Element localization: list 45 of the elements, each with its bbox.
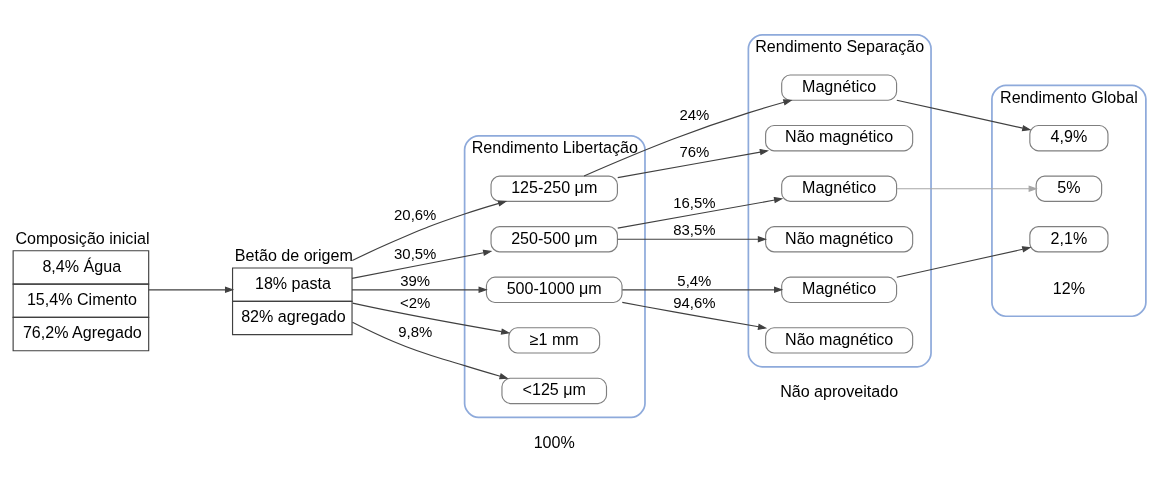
node-box: ≥1 mm — [508, 327, 601, 354]
arrow — [352, 302, 511, 335]
node-box: Magnético — [781, 74, 898, 101]
label: 100% — [533, 433, 575, 452]
node-box: 500-1000 μm — [485, 276, 623, 304]
edge-label: 16,5% — [673, 193, 716, 211]
node-label: Betão de origem — [234, 246, 353, 265]
edge-label: 5,4% — [677, 271, 712, 289]
node-box: 5% — [1035, 175, 1103, 202]
arrow — [617, 148, 770, 179]
arrow — [351, 321, 509, 380]
node-box: Magnético — [781, 276, 898, 304]
arrow — [896, 99, 1032, 132]
edge-label: <2% — [400, 293, 431, 311]
node-box: 125-250 μm — [490, 175, 618, 202]
node-box: Não magnético — [765, 226, 914, 253]
arrow — [621, 286, 784, 294]
edge-label: 30,5% — [394, 245, 437, 263]
node-box: Magnético — [781, 175, 898, 202]
edge-label: 94,6% — [673, 293, 716, 311]
arrow — [621, 301, 768, 330]
edge-label: 39% — [400, 271, 431, 289]
edge-label: 83,5% — [673, 221, 716, 239]
arrow — [351, 200, 508, 262]
arrow — [583, 99, 793, 177]
node-box: Não magnético — [765, 327, 914, 354]
node-box: Não magnético — [765, 124, 914, 152]
arrow — [896, 185, 1038, 192]
node-box: <125 μm — [501, 377, 608, 405]
arrow — [148, 286, 235, 294]
arrow — [896, 246, 1032, 278]
arrow — [351, 249, 493, 279]
node-box: 2,1% — [1029, 226, 1109, 253]
node-box: 4,9% — [1029, 124, 1109, 152]
edge-label: 76% — [679, 143, 710, 161]
edge-label: 9,8% — [398, 323, 433, 341]
node-box: 250-500 μm — [490, 226, 618, 253]
edge-label: 20,6% — [394, 206, 437, 224]
node-label: Composição inicial — [15, 229, 150, 248]
arrow — [617, 236, 768, 243]
label: 12% — [1052, 279, 1085, 298]
label: Não aproveitado — [780, 382, 899, 401]
arrow — [617, 196, 784, 229]
arrow — [351, 286, 488, 294]
edge-label: 24% — [679, 106, 710, 124]
